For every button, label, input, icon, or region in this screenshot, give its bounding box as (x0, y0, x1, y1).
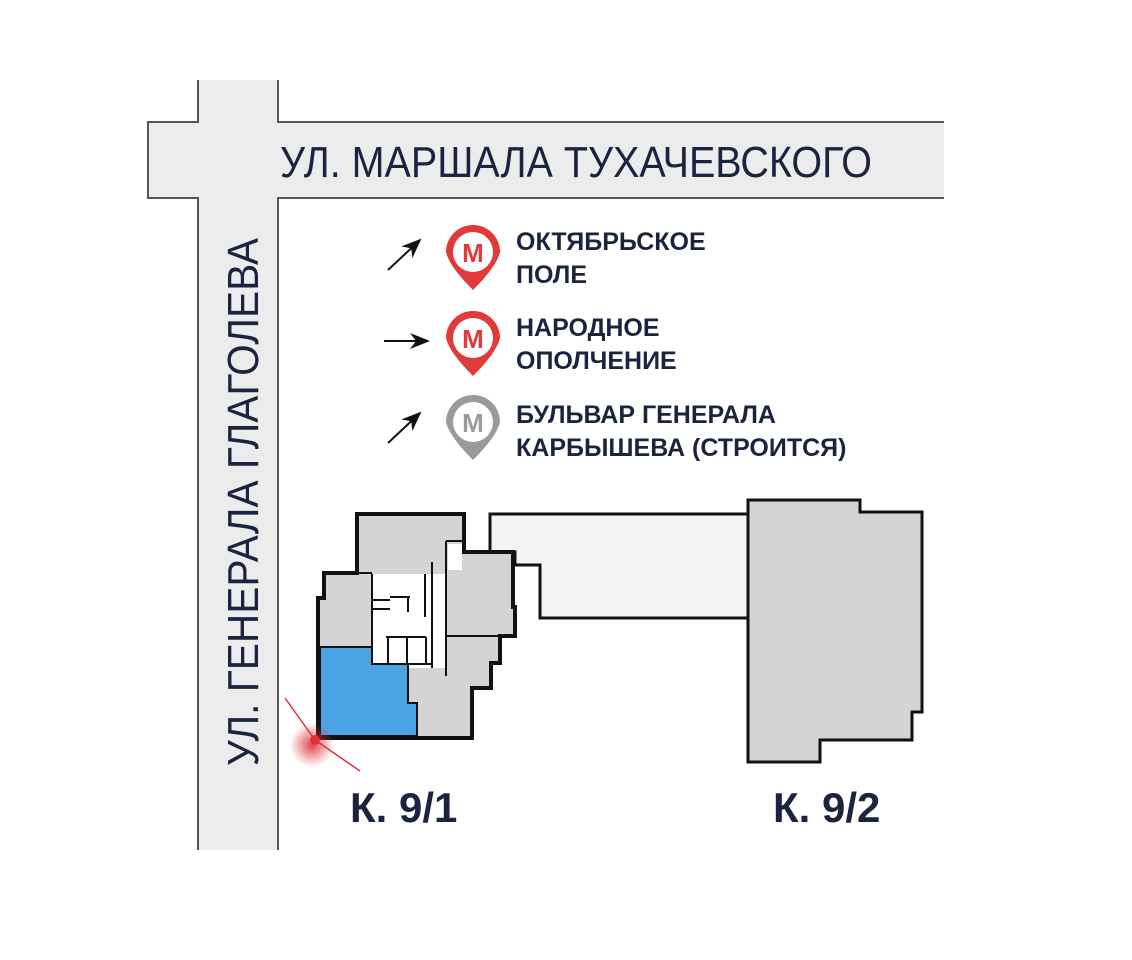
station-name: ОПОЛЧЕНИЕ (516, 347, 677, 375)
svg-text:М: М (462, 238, 484, 268)
station-name: БУЛЬВАР ГЕНЕРАЛА (516, 401, 776, 429)
roads (147, 80, 944, 850)
metro-legend: М ОКТЯБРЬСКОЕ ПОЛЕ М НАРОДНОЕ ОПОЛЧЕНИЕ … (384, 225, 846, 462)
arrow-up-right-icon (387, 238, 422, 271)
metro-station-narodnoe-opolchenie: М НАРОДНОЕ ОПОЛЧЕНИЕ (384, 311, 677, 376)
street-label-horizontal: УЛ. МАРШАЛА ТУХАЧЕВСКОГО (280, 138, 872, 187)
station-name: ОКТЯБРЬСКОЕ (516, 228, 706, 256)
station-name: ПОЛЕ (516, 261, 587, 289)
metro-pin-icon: М (446, 225, 500, 290)
metro-station-bulvar-karbysheva: М БУЛЬВАР ГЕНЕРАЛА КАРБЫШЕВА (СТРОИТСЯ) (387, 395, 846, 462)
building-9-1 (316, 512, 517, 740)
metro-pin-icon: М (446, 395, 500, 460)
svg-text:М: М (462, 408, 484, 438)
building-connector (488, 512, 752, 620)
street-label-vertical: УЛ. ГЕНЕРАЛА ГЛАГОЛЕВА (219, 237, 268, 766)
station-name: НАРОДНОЕ (516, 314, 660, 342)
station-name: КАРБЫШЕВА (СТРОИТСЯ) (516, 434, 846, 462)
road-horizontal (148, 122, 944, 198)
svg-text:М: М (462, 324, 484, 354)
building-9-2 (746, 498, 924, 764)
metro-station-oktyabrskoe: М ОКТЯБРЬСКОЕ ПОЛЕ (387, 225, 706, 290)
building-label-9-2: К. 9/2 (773, 784, 880, 831)
arrow-up-right-icon (387, 411, 422, 444)
view-point-marker (284, 697, 361, 772)
road-vertical (198, 80, 278, 850)
metro-pin-icon: М (446, 311, 500, 376)
building-label-9-1: К. 9/1 (350, 784, 457, 831)
stairwell-core (372, 574, 446, 668)
highlighted-apartment (319, 646, 418, 737)
